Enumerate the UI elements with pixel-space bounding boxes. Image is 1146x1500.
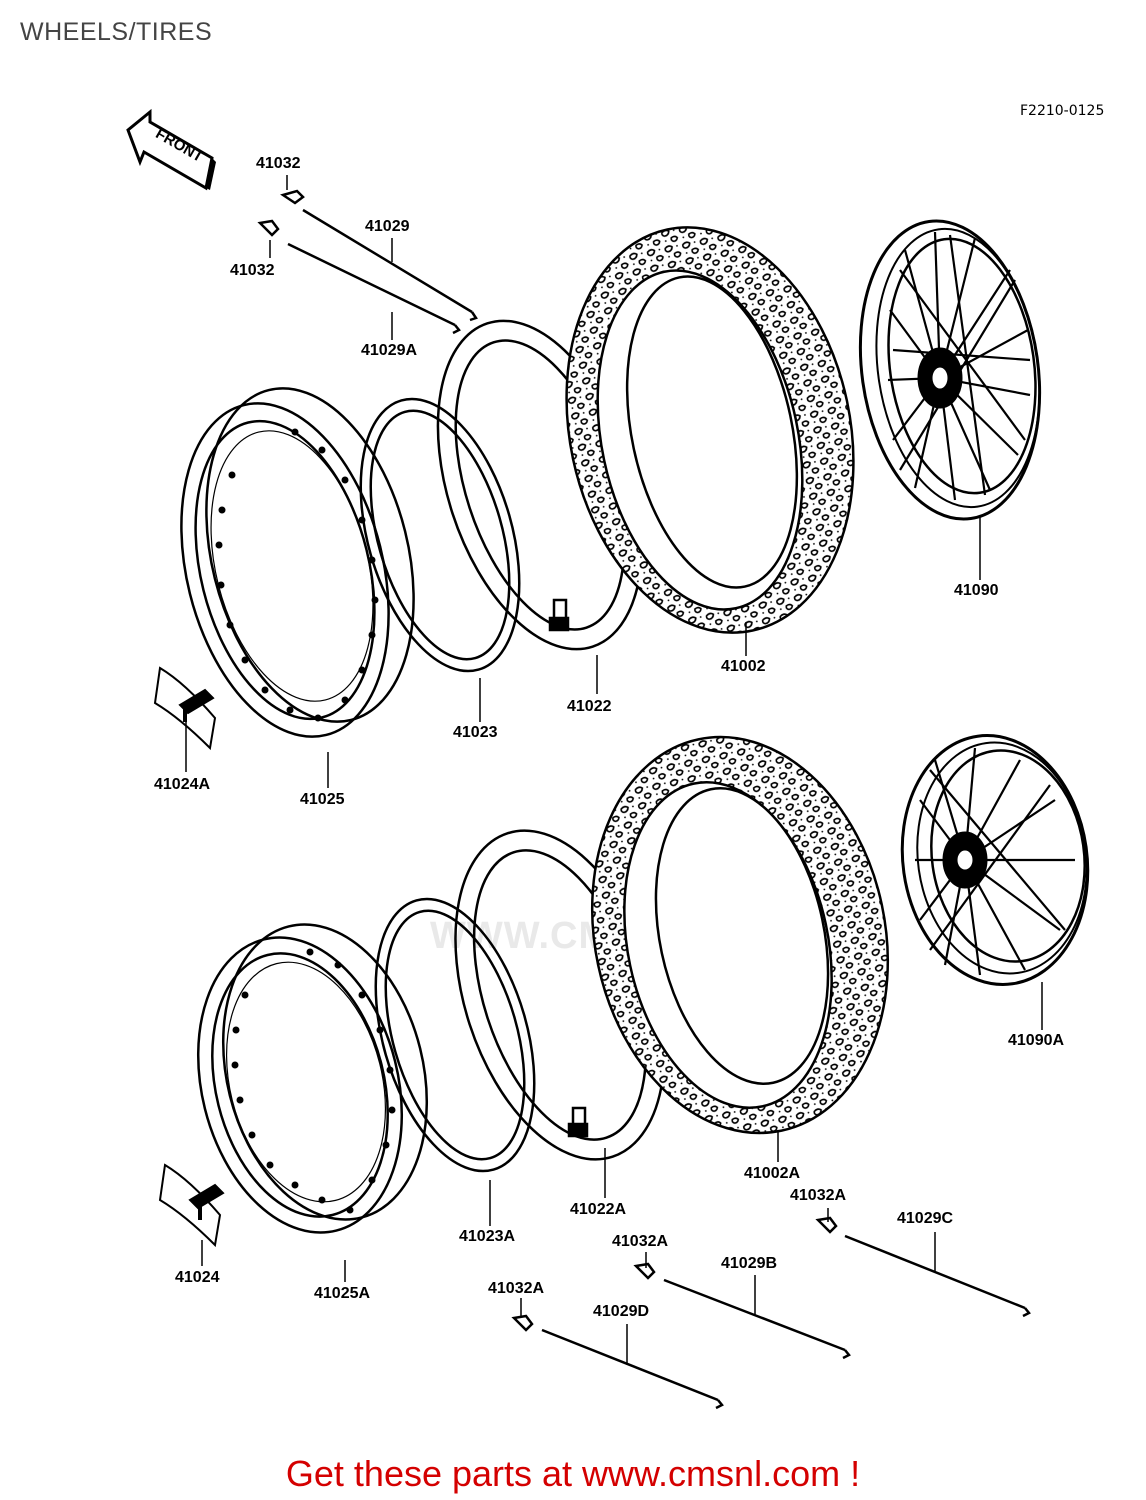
label-41029C: 41029C (897, 1210, 954, 1227)
label-41023A: 41023A (459, 1228, 516, 1245)
label-41022A: 41022A (570, 1201, 627, 1218)
spoke-41029D (511, 1314, 724, 1410)
wheel-assembly-41090A (900, 734, 1090, 986)
label-41032A: 41032A (790, 1187, 847, 1204)
figure-code: F2210-0125 (1020, 103, 1105, 119)
label-41024A: 41024A (154, 776, 211, 793)
rim-lock-41024A (153, 666, 217, 751)
label-41029B: 41029B (721, 1255, 778, 1272)
label-41032: 41032 (256, 155, 301, 172)
spoke-41029 (280, 189, 478, 322)
rim-band-41023 (359, 397, 521, 673)
rim-band-41023A (374, 897, 536, 1173)
spoke-41029A (257, 219, 461, 335)
label-41002A: 41002A (744, 1165, 801, 1182)
leader-lines-top (185, 175, 981, 788)
label-41090A: 41090A (1008, 1032, 1065, 1049)
tire-41002A (590, 735, 890, 1135)
tire-41002 (565, 226, 855, 634)
wheel-assembly-41090 (858, 219, 1042, 521)
rim-41025A (196, 923, 429, 1234)
label-41025: 41025 (300, 791, 345, 808)
label-41023: 41023 (453, 724, 498, 741)
label-41032A-second: 41032A (612, 1233, 669, 1250)
label-41032A-third: 41032A (488, 1280, 545, 1297)
label-41029D: 41029D (593, 1303, 650, 1320)
label-41022: 41022 (567, 698, 612, 715)
label-41029A: 41029A (361, 342, 418, 359)
page-title: WHEELS/TIRES (20, 18, 213, 46)
label-41029: 41029 (365, 218, 410, 235)
leader-lines-bottom (201, 982, 1043, 1365)
label-41032-second: 41032 (230, 262, 275, 279)
rim-lock-41024 (158, 1163, 225, 1248)
label-41025A: 41025A (314, 1285, 371, 1302)
front-arrow-icon: FRONT (126, 108, 216, 191)
label-41090: 41090 (954, 582, 999, 599)
spoke-41029B (633, 1262, 851, 1360)
spoke-41029C (815, 1216, 1031, 1318)
label-41002: 41002 (721, 658, 766, 675)
label-41024: 41024 (175, 1269, 220, 1286)
footer-link[interactable]: Get these parts at www.cmsnl.com ! (285, 1453, 861, 1494)
